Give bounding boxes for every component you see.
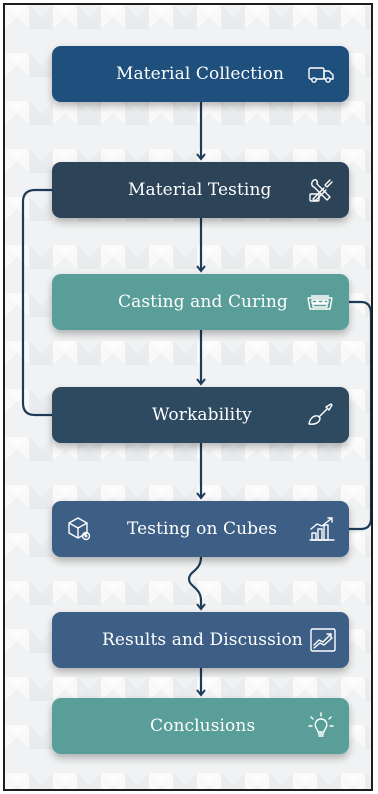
flowchart-frame: Material Collection Material Testing Cas… [3, 3, 373, 791]
truck-icon [308, 67, 334, 83]
brace-cubes-to-results [187, 556, 206, 611]
step-label: Material Collection [116, 64, 285, 84]
step-material-collection: Material Collection [52, 46, 349, 102]
chart-icon [310, 628, 336, 652]
step-results-and-discussion: Results and Discussion [52, 612, 349, 668]
step-label: Results and Discussion [102, 630, 303, 650]
step-workability: Workability [52, 387, 349, 443]
cube-icon [68, 517, 91, 541]
mold-tray-icon [307, 295, 333, 310]
bar-chart-growth-icon [309, 517, 335, 541]
step-casting-and-curing: Casting and Curing [52, 274, 349, 330]
step-label: Conclusions [150, 716, 256, 736]
step-label: Testing on Cubes [127, 519, 278, 539]
step-conclusions: Conclusions [52, 698, 349, 754]
step-material-testing: Material Testing [52, 162, 349, 218]
step-label: Workability [152, 405, 252, 425]
step-label: Casting and Curing [118, 292, 288, 312]
step-testing-on-cubes: Testing on Cubes [52, 501, 349, 557]
tools-icon [309, 179, 333, 202]
side-loop-casting-to-cubes [349, 300, 371, 531]
step-label: Material Testing [128, 180, 272, 200]
side-loop-testing-to-workability [21, 188, 52, 417]
flow-connectors [21, 102, 371, 697]
lightbulb-icon [308, 712, 334, 737]
trowel-icon [308, 403, 333, 425]
